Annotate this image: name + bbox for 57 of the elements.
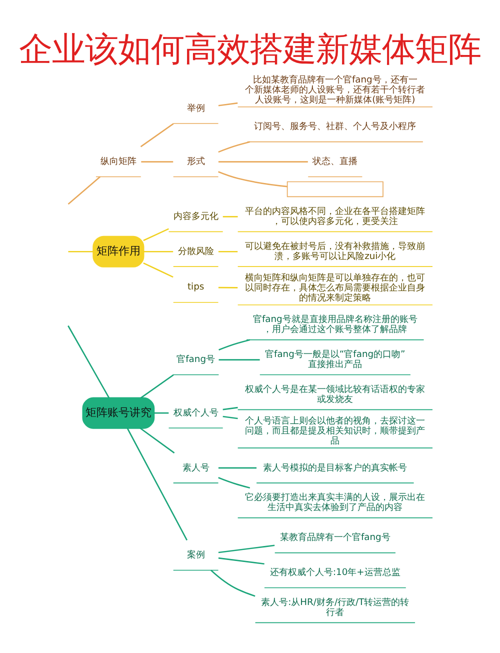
node-text: 分散风险 (178, 246, 214, 257)
node-text: 还有权威个人号:10年+运营总监 (270, 568, 400, 578)
connector (218, 161, 308, 162)
node-text: 平台的内容风格不同，企业在各平台搭建矩阵，可以使内容多元化，更受关注 (245, 207, 426, 228)
node-text: 订阅号、服务号、社群、个人号及小程序 (254, 122, 416, 132)
node-text: tips (187, 282, 204, 293)
node-text: 素人号 (182, 463, 210, 474)
connector (140, 374, 174, 398)
connector (222, 216, 238, 218)
connector (218, 141, 250, 153)
connector (140, 123, 174, 148)
connector (141, 161, 174, 162)
connector (140, 427, 175, 454)
node-text: 某教育品牌有一个官fang号 (280, 533, 390, 544)
node-text: 素人号:从HR/财务/行政/T转运营的转行者 (261, 598, 410, 618)
connector (218, 171, 288, 188)
connector (154, 412, 169, 414)
connector (218, 339, 250, 351)
node-text: 比如某教育品牌有一个官fang号，还有一个新媒体老师的人设账号，还有若干个转行者人设账号，这则是一种新媒体(账号矩阵) (245, 76, 426, 106)
connector (218, 477, 250, 488)
connector (218, 544, 275, 554)
node-text: 权威个人号是在某一领域比较有话语权的专家或发烧友 (245, 385, 426, 406)
node-text: 它必须要打造出来真实丰满的人设，展示出在生活中真实去体验到了产品的内容 (245, 493, 426, 514)
connector (143, 228, 169, 242)
node-text: 纵向矩阵 (100, 157, 136, 168)
node-text: 可以避免在被封号后，没有补救措施，导致崩溃，多账号可以让风险zui小化 (245, 242, 426, 262)
connector (143, 262, 174, 278)
diagram-title: 企业该如何高效搭建新媒体矩阵 (19, 29, 481, 68)
connector (218, 250, 238, 252)
node-text: 形式 (186, 157, 205, 168)
connector (218, 286, 238, 288)
connector (143, 250, 174, 252)
node-text: 官fang号 (176, 355, 216, 366)
node-box (286, 181, 384, 198)
connector (222, 416, 238, 420)
node-box: 矩阵作用 (92, 236, 144, 268)
node-text: 个人号语言上则会以他者的视角，去探讨这一问题，而且都是提及相关知识时，顺带提到产品 (245, 416, 426, 447)
connector (68, 176, 101, 205)
node-text: 素人号模拟的是目标客户的真实帐号 (263, 463, 408, 474)
connector (68, 325, 110, 398)
node-text: 举例 (186, 104, 205, 114)
node-text: 状态、直播 (312, 157, 358, 168)
node-text: 案例 (186, 550, 205, 561)
connector (218, 467, 257, 469)
connector (222, 406, 238, 410)
node-text: 横向矩阵和纵向矩阵是可以单独存在的，也可以同时存在，具体怎么布局需要根据企业自身的情况来制定策略 (245, 274, 426, 304)
connector (126, 428, 188, 540)
connector (218, 102, 238, 106)
node-text: 官fang号一般是以“官fang的口吻”直接推出产品 (265, 350, 406, 370)
node-text: 内容多元化 (173, 212, 218, 222)
connector (210, 570, 256, 597)
node-text: 官fang号就是直接用品牌名称注册的账号，用户会通过这个账号整体了解品牌 (252, 315, 418, 336)
node-box: 矩阵账号讲究 (82, 397, 155, 429)
connector (218, 359, 260, 360)
connector (68, 250, 94, 252)
node-text: 权威个人号 (173, 408, 218, 418)
connector (218, 557, 264, 565)
